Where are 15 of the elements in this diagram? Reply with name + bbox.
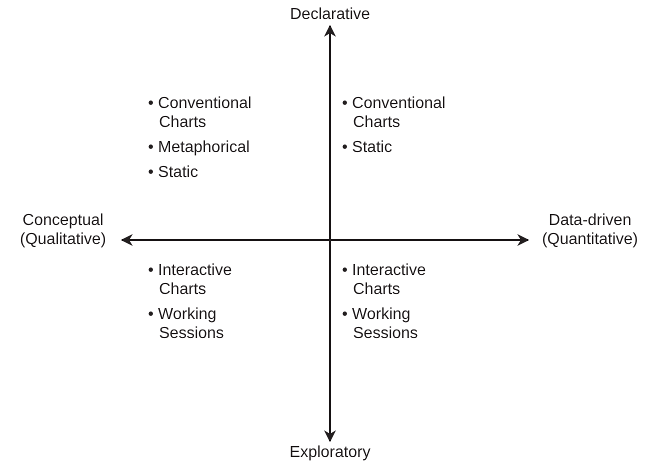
axis-label: Conceptual (Qualitative) (2, 211, 124, 249)
axis-arrow (120, 234, 530, 246)
axis-arrow (324, 24, 336, 442)
bullet-item: • Interactive Charts (148, 261, 233, 299)
bullet-item: • Working Sessions (342, 305, 419, 343)
bullet-item: • Static (342, 138, 394, 157)
bullet-item: • Conventional Charts (148, 94, 252, 132)
axis-label: Exploratory (280, 443, 380, 462)
axis-label: Declarative (280, 5, 380, 24)
bullet-item: • Static (148, 163, 200, 182)
bullet-item: • Interactive Charts (342, 261, 427, 299)
bullet-item: • Metaphorical (148, 138, 251, 157)
bullet-item: • Conventional Charts (342, 94, 446, 132)
axis-label: Data-driven (Quantitative) (526, 211, 654, 249)
bullet-item: • Working Sessions (148, 305, 225, 343)
